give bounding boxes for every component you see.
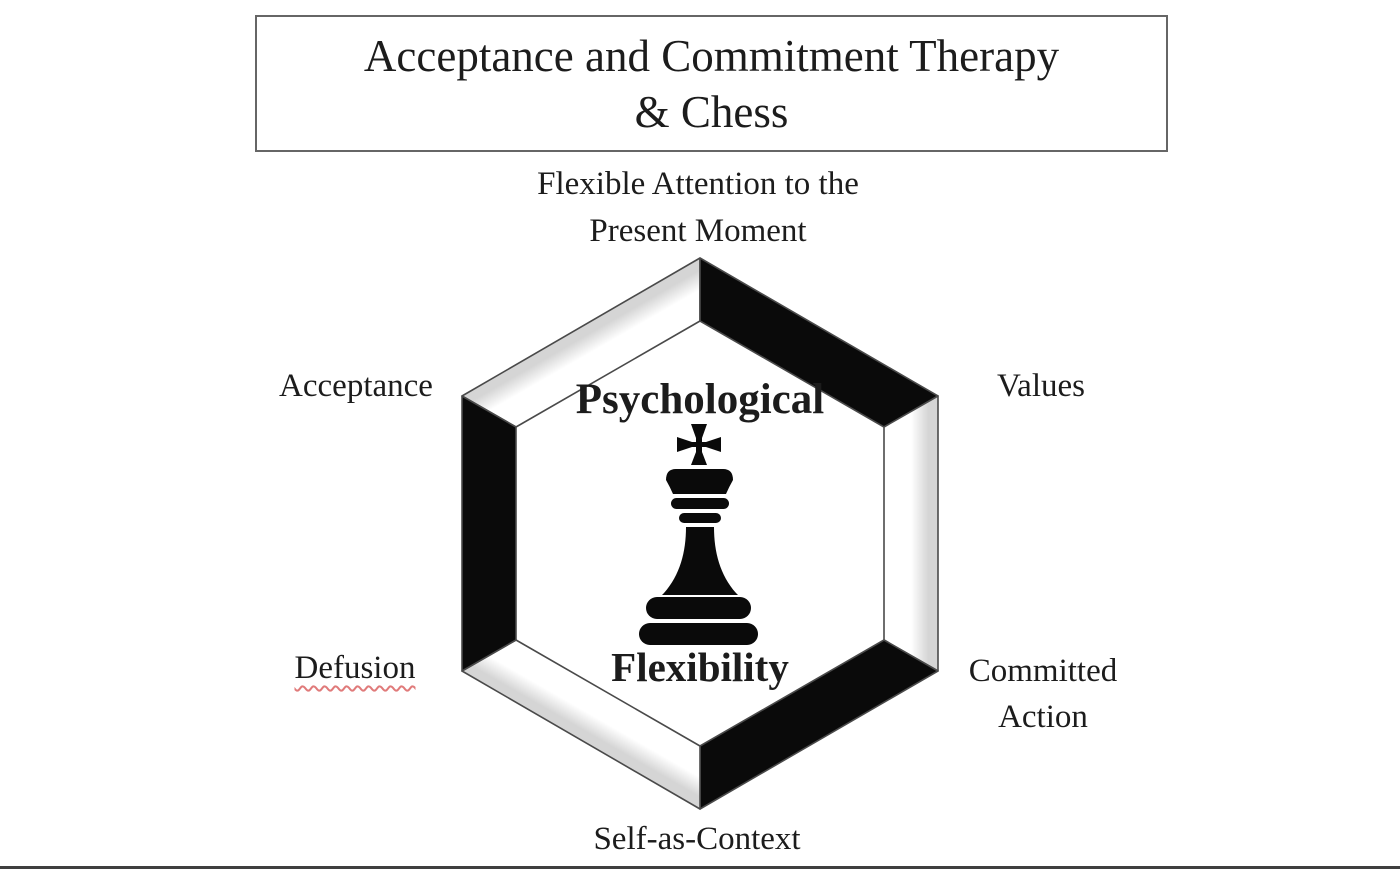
label-committed-action-line1: Committed [968, 653, 1118, 689]
label-present-moment-line1: Flexible Attention to the [537, 166, 859, 202]
center-label-flexibility: Flexibility [611, 644, 789, 690]
title-box: Acceptance and Commitment Therapy & Ches… [255, 15, 1168, 152]
king-cross-horizontal [677, 437, 721, 452]
bottom-divider [0, 866, 1400, 869]
king-collar-upper [671, 498, 729, 509]
page-title-line1: Acceptance and Commitment Therapy [363, 30, 1060, 81]
label-present-moment: Flexible Attention to the Present Moment [398, 161, 998, 255]
king-body [662, 527, 738, 595]
page-title-line2: & Chess [634, 86, 789, 137]
king-collar-lower [679, 513, 721, 523]
label-self-as-context: Self-as-Context [593, 821, 801, 857]
king-base-upper [646, 597, 751, 619]
label-committed-action-line2: Action [998, 699, 1088, 735]
label-committed-action: Committed Action [893, 648, 1193, 740]
center-label-psychological: Psychological [575, 376, 825, 423]
hexagon-face-left [461, 395, 517, 672]
label-defusion-text: Defusion [294, 650, 416, 686]
label-acceptance: Acceptance [279, 368, 433, 404]
king-base-lower [639, 623, 758, 645]
label-present-moment-line2: Present Moment [589, 213, 807, 249]
hexagon-face-right [883, 395, 939, 672]
king-crown [666, 469, 733, 494]
label-values: Values [997, 368, 1085, 404]
chess-king-icon [639, 424, 758, 645]
label-defusion: Defusion [205, 649, 505, 689]
